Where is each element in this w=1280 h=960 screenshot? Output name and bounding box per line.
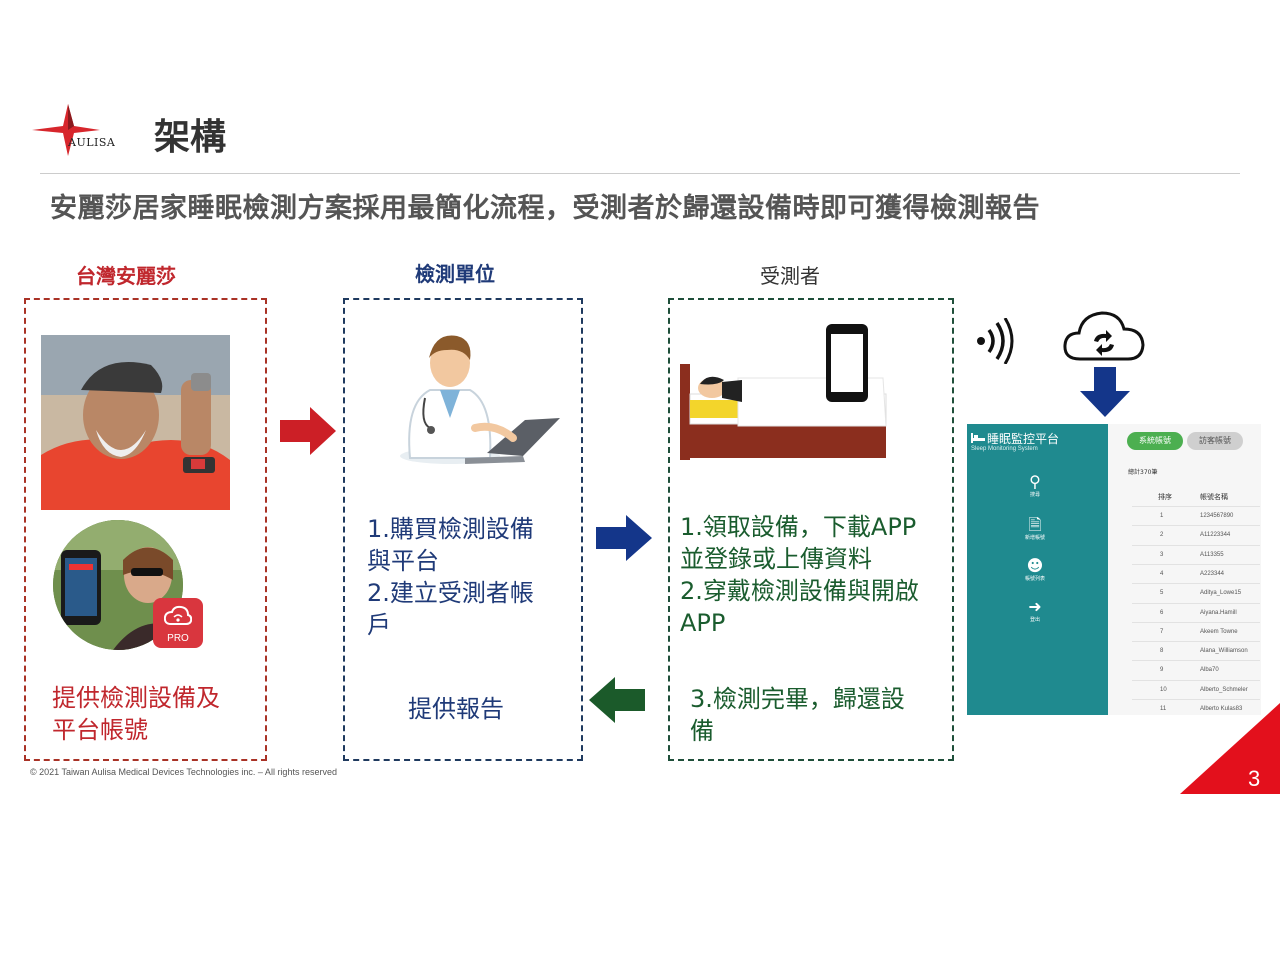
table-row[interactable]: 7 Akeem Towne [1132, 621, 1260, 642]
subject-return-line2: 備 [690, 717, 714, 745]
page-number: 3 [1248, 766, 1261, 791]
row-order: 3 [1160, 551, 1164, 558]
row-account: A11223344 [1200, 532, 1231, 539]
row-account: Aiyana.Hamill [1200, 609, 1237, 616]
arrow-right-red-icon [280, 407, 336, 455]
subject-return-line1: 3.檢測完畢，歸還設 [690, 685, 905, 713]
row-order: 8 [1160, 648, 1164, 655]
row-order: 9 [1160, 667, 1164, 674]
row-order: 11 [1160, 706, 1167, 712]
sidebar-item-account-list[interactable]: ☻ 帳號列表 [1020, 557, 1050, 583]
bed-phone-illustration [680, 324, 887, 460]
arrow-left-green-icon [589, 677, 645, 723]
column-header-order: 排序 [1158, 493, 1172, 501]
arrow-right-blue-icon [596, 515, 652, 561]
sidebar-item-search[interactable]: ⚲ 搜尋 [1020, 473, 1050, 499]
table-row[interactable]: 5 Aditya_Lowe15 [1132, 583, 1260, 603]
wireless-signal-icon [977, 318, 1014, 364]
row-account: Akeem Towne [1200, 628, 1238, 635]
dashboard-subtitle: Sleep Monitoring System [971, 446, 1038, 452]
search-icon: ⚲ [1029, 472, 1041, 491]
table-row[interactable]: 10 Alberto_Schmeler [1132, 679, 1260, 700]
row-account: A113355 [1200, 551, 1224, 558]
unit-step-line2: 與平台 [367, 547, 439, 575]
aulisa-logo-icon [32, 104, 100, 156]
dashboard-sidebar [967, 424, 1108, 715]
row-order: 2 [1160, 532, 1164, 539]
table-row[interactable]: 2 A11223344 [1132, 525, 1260, 545]
header-divider [40, 173, 1240, 174]
row-order: 6 [1160, 609, 1164, 616]
sidebar-item-label: 搜尋 [1029, 492, 1040, 498]
row-account: Aditya_Lowe15 [1200, 590, 1242, 597]
sidebar-item-label: 帳號列表 [1024, 576, 1045, 582]
unit-step-line3: 2.建立受測者帳 [367, 579, 534, 607]
subject-box [668, 298, 954, 761]
table-row[interactable]: 11 Alberto Kulas83 [1132, 699, 1260, 719]
aulisa-desc-line2: 平台帳號 [52, 716, 148, 744]
copyright-footer: © 2021 Taiwan Aulisa Medical Devices Tec… [30, 767, 337, 777]
subject-step-line2: 並登錄或上傳資料 [680, 545, 872, 573]
row-order: 1 [1160, 513, 1164, 519]
elderly-man-photo [41, 335, 230, 510]
row-account: A223344 [1200, 570, 1225, 577]
pro-badge-label: PRO [167, 633, 189, 644]
page-title: 架構 [154, 117, 227, 158]
logo-text: AULISA [68, 136, 116, 149]
sidebar-item-logout[interactable]: ➜ 登出 [1020, 598, 1050, 624]
row-order: 4 [1160, 570, 1164, 577]
cloud-sync-icon [1063, 311, 1145, 361]
table-row[interactable]: 1 1234567890 [1132, 506, 1260, 526]
table-row[interactable]: 4 A223344 [1132, 563, 1260, 584]
heading-subject: 受測者 [760, 264, 820, 288]
user-icon: ☻ [1026, 556, 1044, 575]
doctor-laptop-illustration [400, 335, 560, 464]
table-row[interactable]: 3 A113355 [1132, 544, 1260, 565]
unit-box [343, 298, 583, 761]
sidebar-item-label: 登出 [1029, 617, 1040, 623]
pro-app-icon: PRO [153, 598, 203, 648]
table-row[interactable]: 8 Alana_Williamson [1132, 641, 1260, 661]
page-subtitle: 安麗莎居家睡眠檢測方案採用最簡化流程，受測者於歸還設備時即可獲得檢測報告 [50, 193, 1040, 224]
tab-visitor-account[interactable]: 訪客帳號 [1187, 432, 1243, 450]
heading-unit: 檢測單位 [415, 262, 495, 286]
corner-decoration [1180, 703, 1280, 794]
unit-report-text: 提供報告 [408, 695, 504, 723]
record-count: 總計370筆 [1128, 469, 1158, 476]
logout-icon: ➜ [1028, 597, 1042, 616]
row-order: 10 [1160, 686, 1167, 693]
row-account: Alberto_Schmeler [1200, 686, 1248, 693]
unit-step-line1: 1.購買檢測設備 [367, 515, 534, 543]
heading-aulisa: 台灣安麗莎 [76, 264, 176, 288]
column-header-account: 帳號名稱 [1200, 493, 1228, 501]
sidebar-item-add-account[interactable]: 🗎 新增帳號 [1020, 516, 1050, 542]
sidebar-item-label: 新增帳號 [1024, 535, 1045, 541]
row-account: 1234567890 [1200, 513, 1234, 519]
table-row[interactable]: 9 Alba70 [1132, 660, 1260, 680]
row-account: Alana_Williamson [1200, 648, 1248, 655]
tab-system-account[interactable]: 系統帳號 [1127, 432, 1183, 450]
row-order: 5 [1160, 590, 1164, 597]
document-icon: 🗎 [1028, 515, 1042, 534]
aulisa-desc-line1: 提供檢測設備及 [52, 684, 220, 712]
subject-step-line4: APP [680, 609, 726, 637]
table-row[interactable]: 6 Aiyana.Hamill [1132, 602, 1260, 623]
row-account: Alberto Kulas83 [1200, 706, 1243, 712]
subject-step-line1: 1.領取設備，下載APP [680, 513, 917, 541]
arrow-down-blue-icon [1080, 367, 1130, 417]
row-account: Alba70 [1200, 667, 1219, 674]
unit-step-line4: 戶 [367, 611, 391, 639]
row-order: 7 [1160, 628, 1164, 635]
aulisa-box [24, 298, 267, 761]
subject-step-line3: 2.穿戴檢測設備與開啟 [680, 577, 919, 605]
bed-icon [971, 433, 985, 443]
dashboard-title: 睡眠監控平台 [987, 432, 1060, 446]
